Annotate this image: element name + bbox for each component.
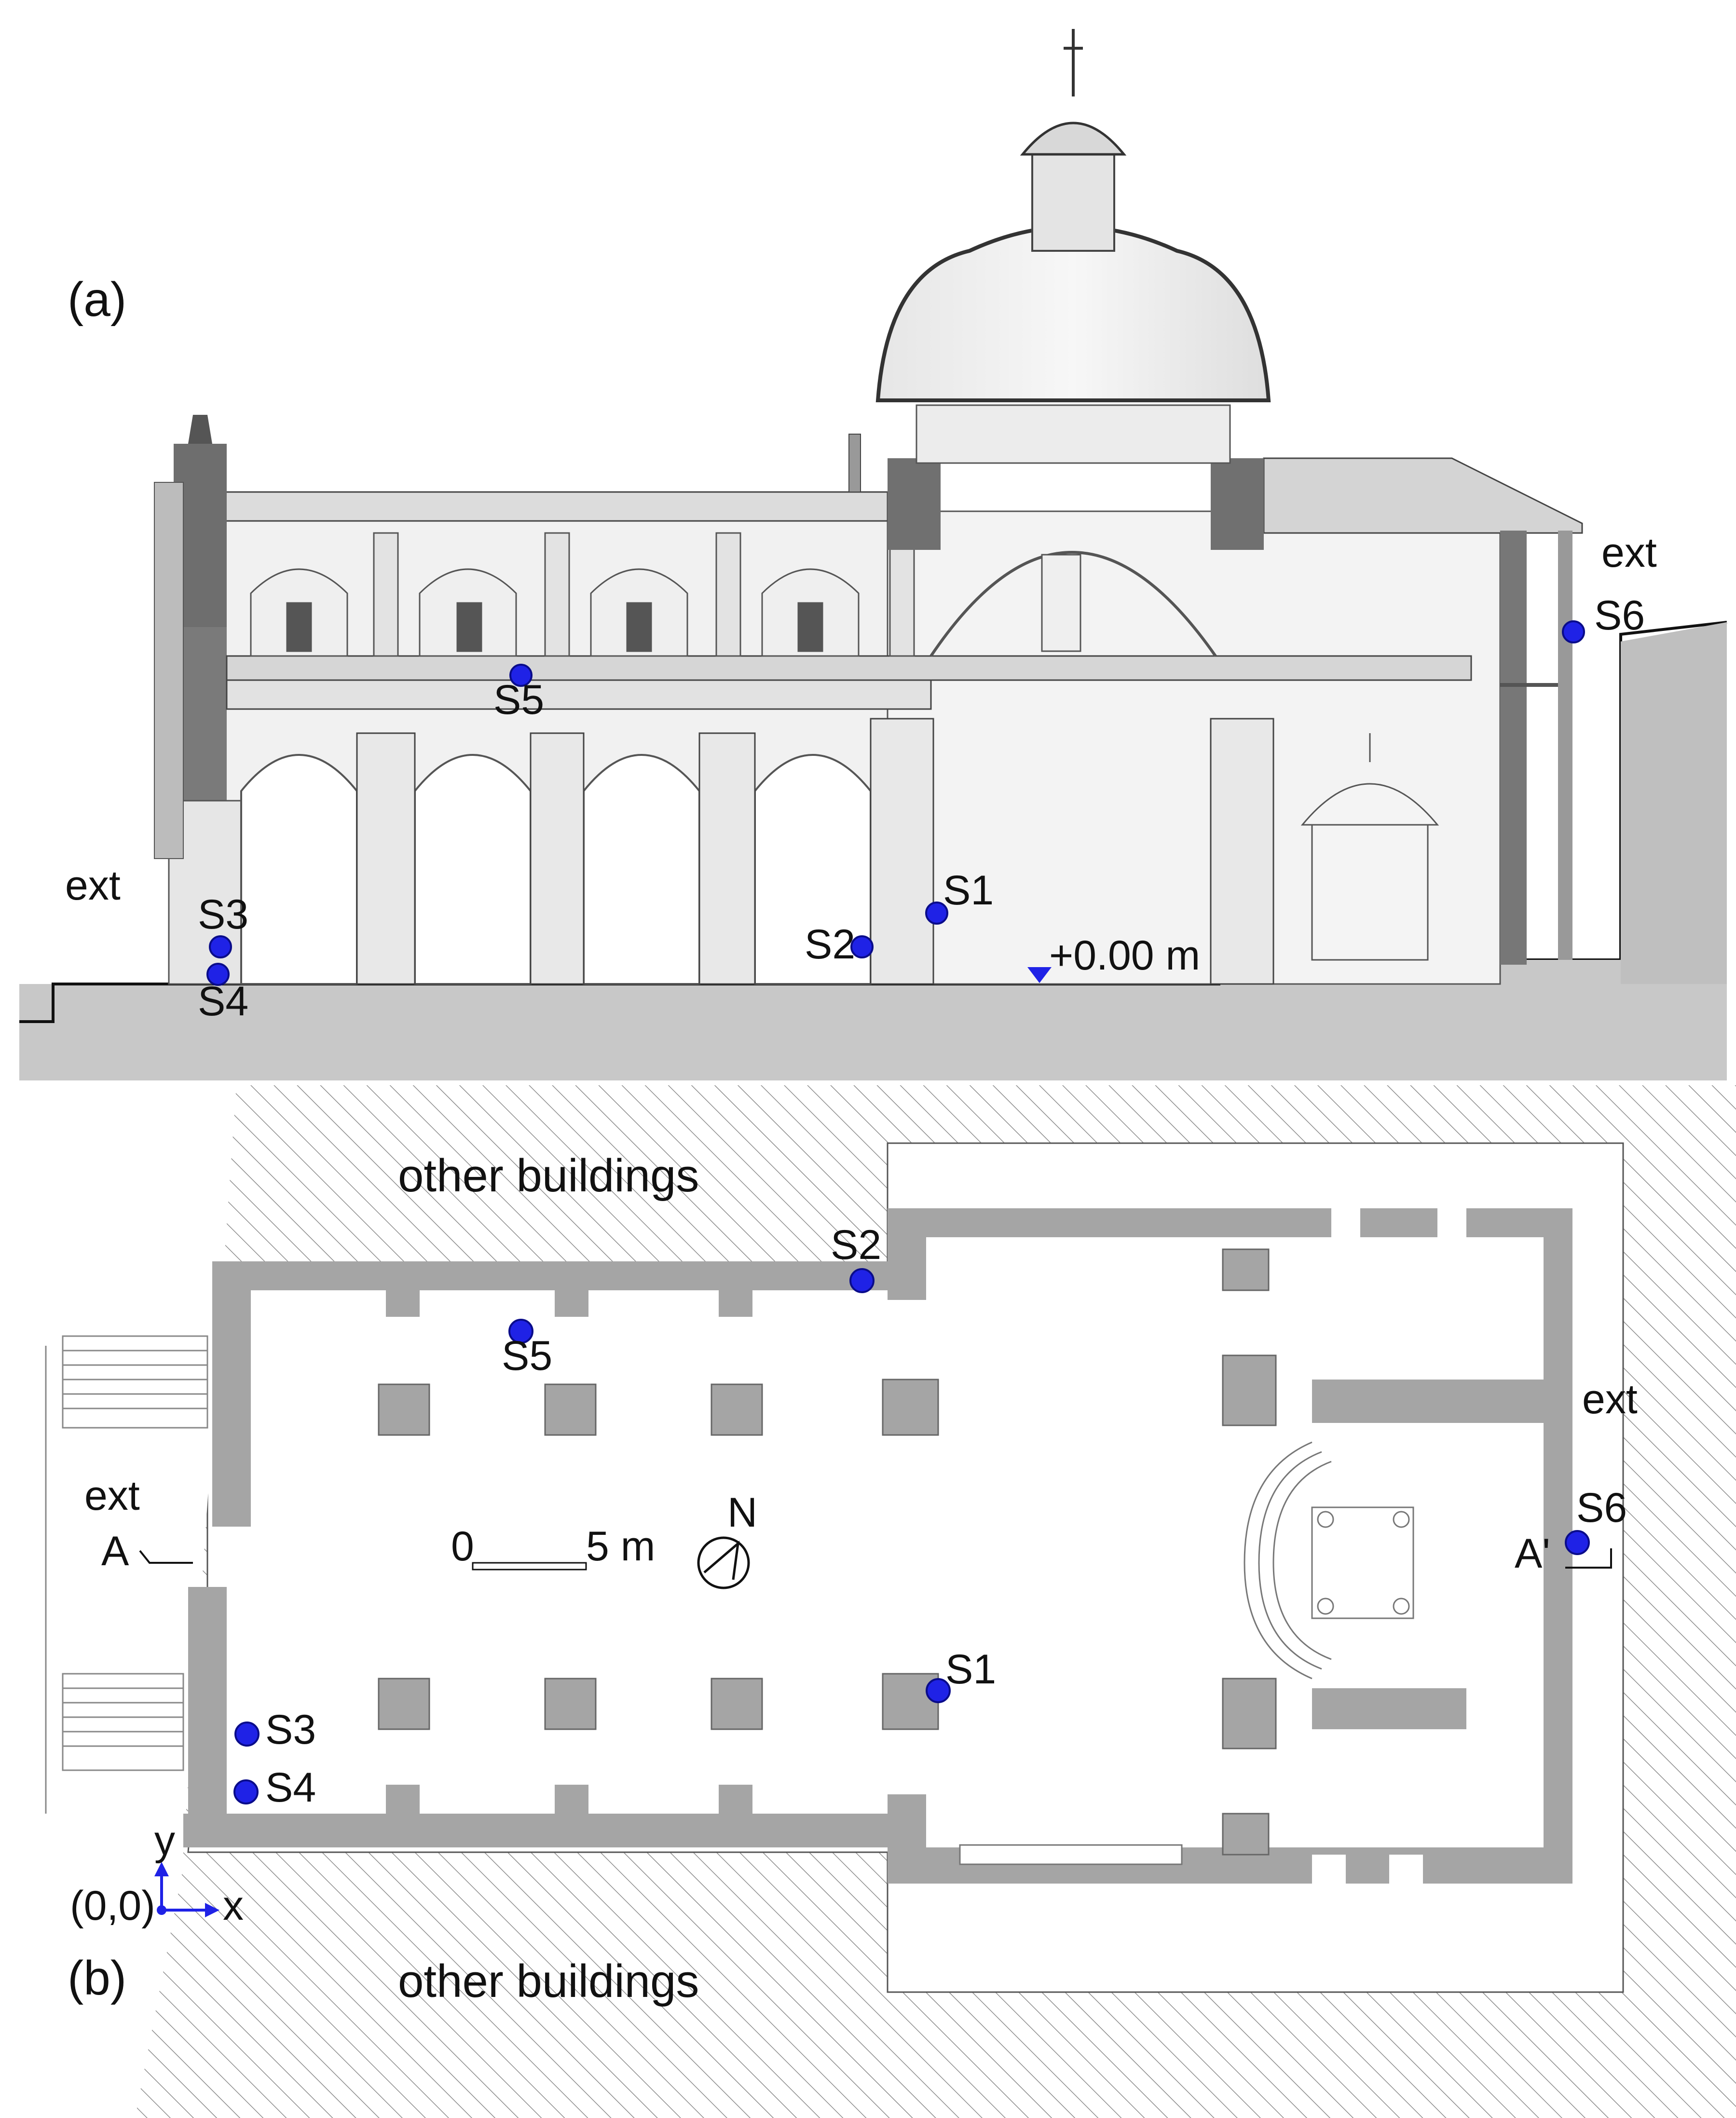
sensor-s4-b: [233, 1779, 259, 1804]
ext-left-a: ext: [65, 862, 121, 909]
upper-pilasters: [373, 532, 915, 657]
panel-a-section: [19, 29, 1727, 1080]
sensors-a: S1 S2 S3 S4 S5 S6: [198, 592, 1645, 1025]
sensor-s5-b-label: S5: [502, 1333, 552, 1379]
facade-spire: [188, 415, 212, 444]
dome: [875, 225, 1271, 402]
roof-right: [1263, 457, 1583, 534]
upper-windows: [250, 568, 860, 657]
lantern-cap: [1020, 122, 1127, 156]
sensor-s2-a: [850, 935, 874, 958]
section-a-prime-label: A': [1515, 1530, 1550, 1577]
section-a-label: A: [101, 1528, 129, 1574]
scale-end-label: 5 m: [586, 1523, 655, 1570]
ext-left-b: ext: [84, 1473, 140, 1519]
facade-ornament: [154, 482, 184, 859]
sensor-s5-a-label: S5: [493, 677, 544, 723]
sensor-s1-b-label: S1: [945, 1646, 996, 1693]
sensor-s1-b: [926, 1678, 951, 1703]
entrance-stairs: [45, 1335, 208, 1814]
sensor-s1-a: [925, 902, 948, 925]
sensor-s2-b: [849, 1268, 875, 1293]
right-wall-inner: [1558, 531, 1572, 960]
right-building-fill: [1621, 622, 1727, 984]
sensor-s2-a-label: S2: [805, 921, 855, 968]
sensor-s4-a: [206, 963, 230, 986]
section-a-prime-marker: [1565, 1548, 1612, 1569]
gallery-entablature: [226, 679, 932, 710]
arcade-columns: [356, 718, 1274, 985]
other-buildings-bottom: other buildings: [398, 1955, 699, 2007]
scale-zero-label: 0: [451, 1523, 474, 1570]
origin-point: [157, 1905, 166, 1915]
x-axis-arrow: [205, 1903, 219, 1917]
crossing-pier-left: [888, 458, 941, 550]
sensor-s3-a-label: S3: [198, 891, 248, 938]
panel-b-plan: [0, 1085, 1736, 2118]
axis-y-label: y: [154, 1817, 175, 1864]
plan-openings: [959, 1208, 1466, 1884]
gallery: [226, 655, 1472, 681]
choir-window: [1041, 554, 1081, 652]
altar: [1300, 733, 1439, 961]
left-strip: [0, 1085, 236, 2118]
choir-steps: [1244, 1441, 1414, 1680]
lantern: [1031, 153, 1115, 252]
ext-right-b: ext: [1582, 1376, 1638, 1422]
panel-a-label: (a): [68, 273, 126, 327]
plan-pilasters: [386, 1283, 752, 1818]
sensor-s4-b-label: S4: [265, 1764, 316, 1811]
elevation-marker: [1027, 967, 1052, 983]
sensor-s2-b-label: S2: [831, 1222, 881, 1268]
ext-right-a: ext: [1601, 530, 1657, 576]
sensor-s6-a-label: S6: [1594, 592, 1645, 639]
sensor-s4-a-label: S4: [198, 978, 248, 1025]
north-arrow: [697, 1536, 750, 1589]
sensor-s6-b-label: S6: [1576, 1485, 1627, 1531]
sensor-s1-a-label: S1: [943, 867, 994, 914]
arcade: [240, 754, 872, 985]
elevation-label: +0.00 m: [1049, 932, 1200, 979]
north-label: N: [727, 1489, 757, 1536]
drum: [916, 404, 1231, 464]
sensor-s5-a: [509, 664, 533, 687]
sensors-b: S1 S2 S3 S4 S5 S6: [233, 1222, 1627, 1811]
panel-b-label: (b): [68, 1951, 126, 2005]
y-axis-arrow: [154, 1862, 169, 1876]
choir-arch: [930, 551, 1217, 657]
right-wall: [1500, 531, 1527, 965]
roof: [211, 491, 889, 522]
section-a-marker: [139, 1550, 193, 1564]
chimney: [848, 434, 861, 492]
crossing-pier-right: [1211, 458, 1264, 550]
axis-x-label: x: [223, 1883, 244, 1929]
sensor-s3-b: [234, 1722, 260, 1747]
sensor-s3-a: [209, 935, 232, 958]
north-arrow-needle: [703, 1540, 740, 1580]
sensor-s6-b: [1565, 1530, 1590, 1555]
sensor-s3-b-label: S3: [265, 1707, 316, 1753]
origin-label: (0,0): [70, 1883, 155, 1929]
sensor-s6-a: [1562, 620, 1585, 643]
other-buildings-top: other buildings: [398, 1150, 699, 1202]
sensor-s5-b: [508, 1319, 533, 1344]
scale-bar: [472, 1562, 587, 1571]
